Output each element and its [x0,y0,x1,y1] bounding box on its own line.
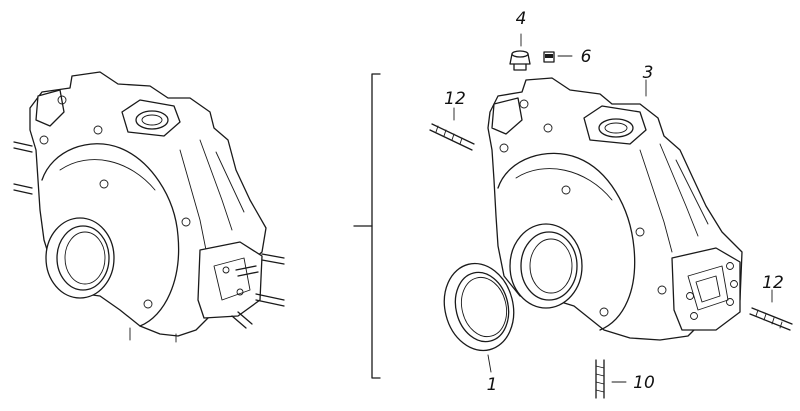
assembled-housing [13,71,285,343]
callout-4: 4 [516,9,527,29]
plug-part-6 [543,51,573,63]
callout-10: 10 [633,373,655,393]
stud-part-12-right [749,289,793,331]
callout-3: 3 [643,63,654,83]
assembly-bracket [353,73,381,379]
callout-12-right: 12 [762,273,784,293]
housing-part-3 [487,77,743,341]
callout-1: 1 [487,375,498,395]
plug-part-4 [509,33,531,71]
seal-ring-part-1 [443,262,515,373]
stud-part-10 [595,359,627,399]
callout-6: 6 [581,47,592,67]
stud-part-12-left [429,107,475,151]
callout-12-left: 12 [444,89,466,109]
